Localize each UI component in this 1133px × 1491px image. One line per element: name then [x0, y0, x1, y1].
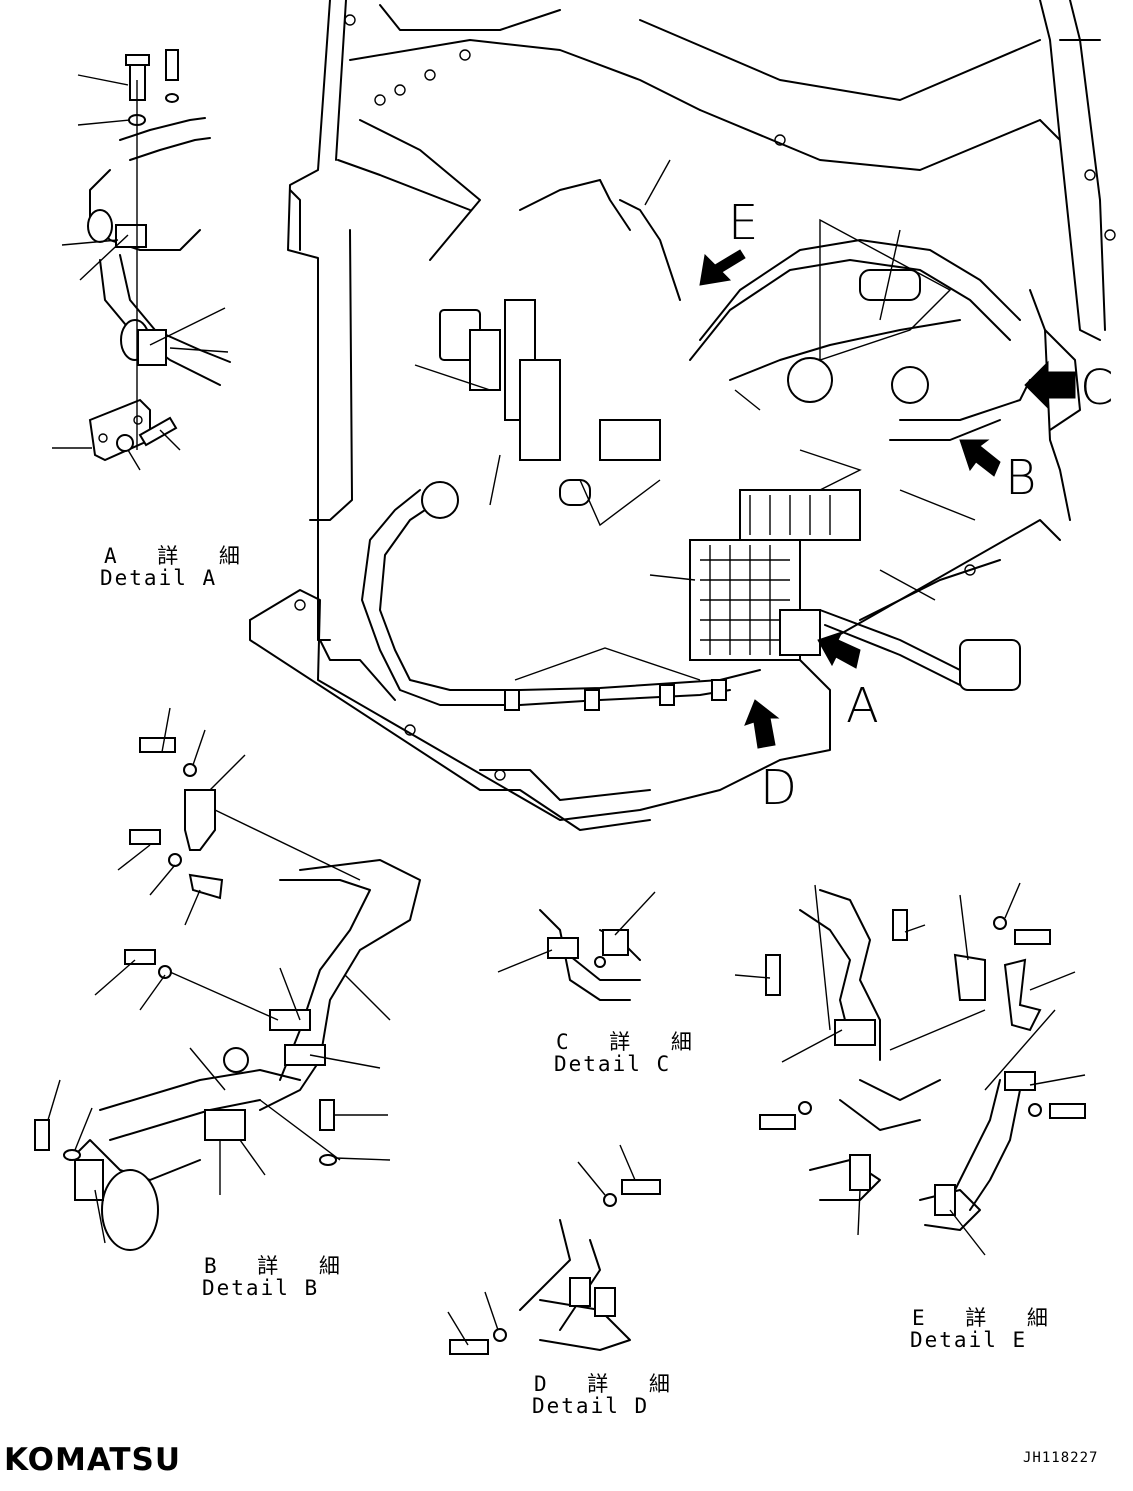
arrow-a-icon — [817, 631, 861, 669]
cab-frame — [249, 0, 1116, 831]
view-arrows — [699, 249, 1076, 749]
view-label-a: A — [846, 678, 879, 734]
view-label-d: D — [760, 760, 797, 816]
arrow-e-icon — [699, 249, 746, 286]
detail-b-title-en: Detail B — [202, 1276, 320, 1300]
detail-b-title-jp: B 詳 細 — [204, 1254, 354, 1278]
detail-d-title-en: Detail D — [532, 1394, 650, 1418]
main-leader-lines — [414, 159, 976, 681]
view-label-c: C — [1080, 360, 1114, 416]
detail-e-drawing — [734, 882, 1086, 1256]
wiring-harness — [361, 179, 1031, 711]
detail-b-drawing — [34, 707, 421, 1251]
view-label-e: E — [728, 195, 759, 251]
detail-a-title-en: Detail A — [100, 566, 218, 590]
view-label-b: B — [1005, 450, 1037, 506]
detail-d-title-jp: D 詳 細 — [534, 1372, 684, 1396]
detail-e-title-jp: E 詳 細 — [912, 1306, 1062, 1330]
detail-c-drawing — [497, 891, 656, 1001]
detail-c-title-jp: C 詳 細 — [556, 1030, 706, 1054]
arrow-c-icon — [1024, 360, 1076, 410]
detail-a-drawing — [52, 49, 231, 471]
brand-logo: KOMATSU — [4, 1442, 182, 1478]
detail-e-title-en: Detail E — [910, 1328, 1028, 1352]
arrow-b-icon — [959, 439, 1001, 477]
drawing-code: JH118227 — [1023, 1450, 1099, 1466]
detail-c-title-en: Detail C — [554, 1052, 672, 1076]
detail-d-drawing — [447, 1144, 661, 1355]
arrow-d-icon — [744, 699, 780, 749]
detail-a-title-jp: A 詳 細 — [104, 544, 254, 568]
